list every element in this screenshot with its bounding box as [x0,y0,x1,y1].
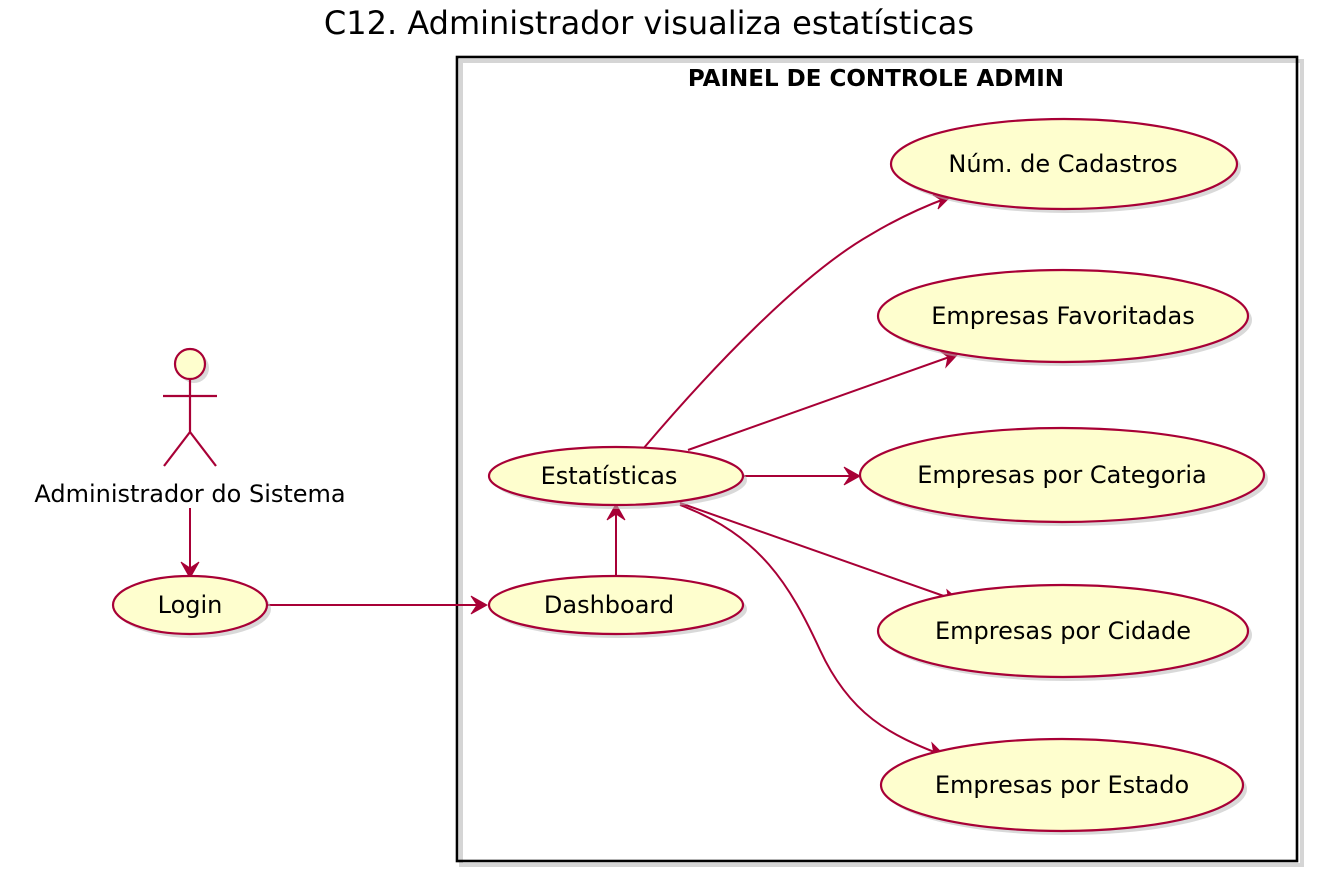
actor-label: Administrador do Sistema [34,480,345,508]
edge-login-dashboard [268,595,489,615]
use-case-num-cadastros-label: Núm. de Cadastros [948,150,1177,178]
use-case-dashboard: Dashboard [487,574,747,638]
diagram-title: C12. Administrador visualiza estatística… [324,4,974,42]
actor-administrador: Administrador do Sistema [34,347,346,508]
use-case-dashboard-label: Dashboard [544,591,674,619]
use-case-empresas-favoritadas-label: Empresas Favoritadas [931,302,1195,330]
use-case-estatisticas: Estatísticas [487,445,747,509]
use-case-empresas-favoritadas: Empresas Favoritadas [876,268,1252,366]
package-frame: PAINEL DE CONTROLE ADMIN [455,55,1304,867]
use-case-empresas-por-cidade-label: Empresas por Cidade [935,617,1191,645]
edge-estatisticas-categoria [742,466,862,486]
use-case-empresas-por-categoria: Empresas por Categoria [858,426,1268,526]
use-case-login: Login [111,574,271,638]
use-case-num-cadastros: Núm. de Cadastros [889,117,1241,213]
use-case-empresas-por-categoria-label: Empresas por Categoria [917,461,1206,489]
use-case-login-label: Login [158,591,223,619]
package-title: PAINEL DE CONTROLE ADMIN [688,66,1064,92]
edge-actor-login [180,508,200,580]
actor-head-icon [173,347,207,381]
use-case-empresas-por-cidade: Empresas por Cidade [876,583,1252,681]
stick-figure-icon [163,379,217,467]
edge-dashboard-estatisticas [606,502,626,576]
edge-estatisticas-favoritadas [687,350,959,451]
use-case-empresas-por-estado-label: Empresas por Estado [935,771,1189,799]
use-case-estatisticas-label: Estatísticas [541,462,678,490]
use-case-empresas-por-estado: Empresas por Estado [879,737,1247,835]
